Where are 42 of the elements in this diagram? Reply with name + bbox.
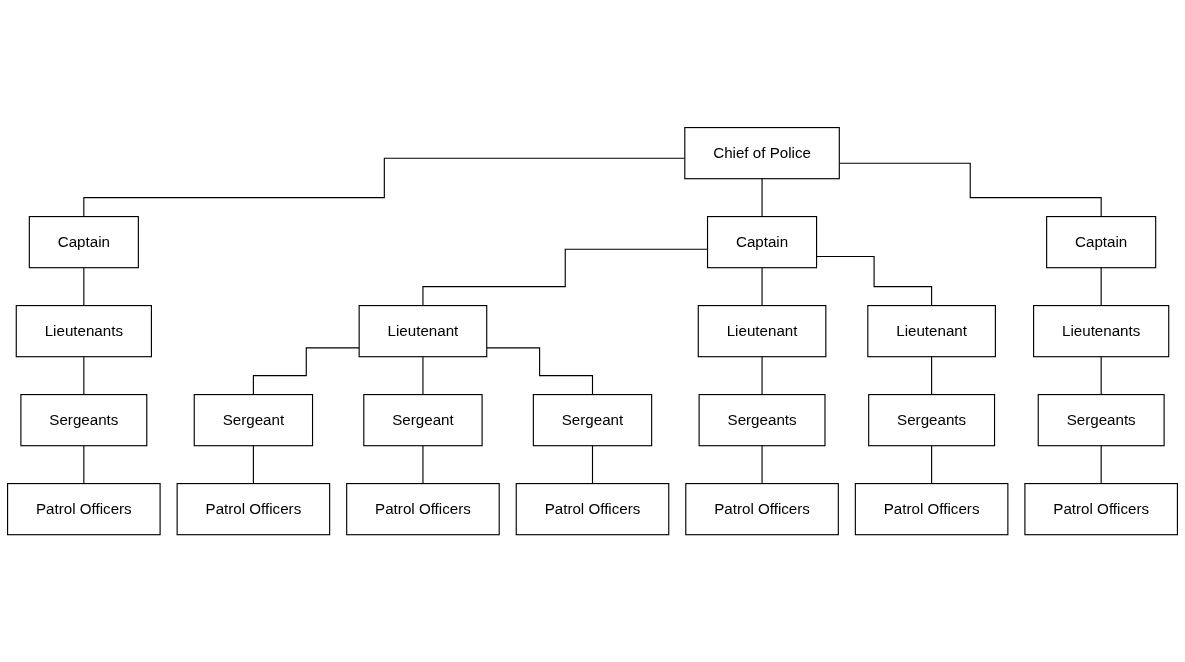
node-box: Sergeant bbox=[193, 393, 314, 447]
node-box: Patrol Officers bbox=[176, 482, 331, 536]
connector bbox=[422, 356, 424, 395]
node-box: Lieutenant bbox=[697, 304, 827, 358]
node-box: Lieutenants bbox=[1033, 304, 1170, 358]
connector bbox=[83, 356, 85, 395]
connector bbox=[486, 347, 594, 395]
node-box: Sergeant bbox=[532, 393, 653, 447]
node-box: Patrol Officers bbox=[515, 482, 670, 536]
connector bbox=[591, 445, 594, 484]
node-box: Patrol Officers bbox=[854, 482, 1009, 536]
connector bbox=[931, 356, 933, 395]
connector bbox=[83, 267, 85, 306]
node-box: Patrol Officers bbox=[685, 482, 839, 536]
connector bbox=[761, 356, 763, 395]
connector bbox=[422, 445, 424, 484]
connector bbox=[1100, 267, 1102, 306]
node-box: Lieutenant bbox=[867, 304, 996, 358]
connector bbox=[761, 178, 763, 217]
node-box: Patrol Officers bbox=[1024, 482, 1178, 536]
node-box: Sergeants bbox=[1037, 393, 1165, 447]
connector bbox=[1100, 445, 1102, 484]
connector bbox=[252, 445, 254, 484]
node-box: Chief of Police bbox=[684, 126, 840, 180]
connector bbox=[816, 255, 933, 306]
node-box: Captain bbox=[28, 215, 139, 269]
connector bbox=[1100, 356, 1102, 395]
node-box: Sergeant bbox=[363, 393, 483, 447]
node-box: Sergeants bbox=[20, 393, 148, 447]
node-box: Patrol Officers bbox=[346, 482, 500, 536]
connector bbox=[252, 347, 360, 395]
node-box: Lieutenants bbox=[15, 304, 152, 358]
node-box: Patrol Officers bbox=[7, 482, 161, 536]
connector bbox=[761, 267, 763, 306]
node-box: Sergeants bbox=[698, 393, 826, 447]
node-box: Lieutenant bbox=[358, 304, 488, 358]
node-box: Captain bbox=[706, 215, 818, 269]
connector bbox=[83, 445, 85, 484]
connector bbox=[931, 445, 933, 484]
connector bbox=[761, 445, 763, 484]
node-box: Sergeants bbox=[868, 393, 996, 447]
node-box: Captain bbox=[1046, 215, 1157, 269]
